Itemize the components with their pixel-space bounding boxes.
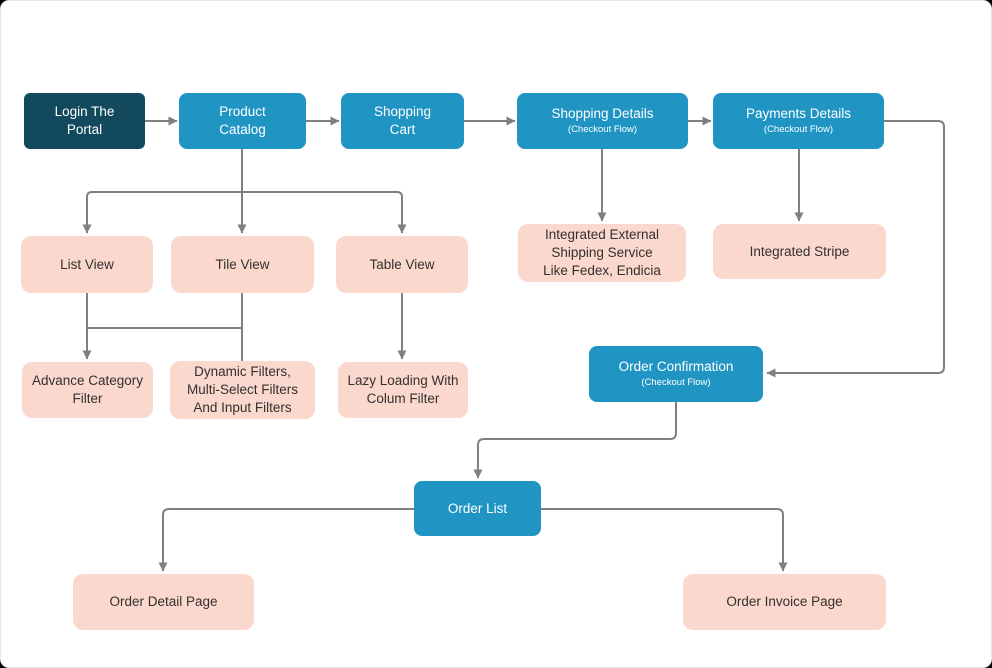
node-lazy-loading-with-colum-filter[interactable]: Lazy Loading With Colum Filter — [338, 362, 468, 418]
node-label: Shopping Cart — [373, 104, 432, 137]
node-advance-category-filter[interactable]: Advance Category Filter — [22, 362, 153, 418]
node-label: List View — [60, 256, 114, 272]
node-label: Order Invoice Page — [726, 594, 843, 610]
node-order-invoice-page[interactable]: Order Invoice Page — [683, 574, 886, 630]
node-product-catalog[interactable]: Product Catalog — [179, 93, 306, 149]
node-label: Login The Portal — [54, 104, 115, 137]
node-label: Order List — [447, 500, 508, 516]
node-integrated-external-shipping[interactable]: Integrated External Shipping Service Lik… — [518, 224, 686, 282]
edge-order-confirmation-to-order-list — [473, 402, 677, 479]
node-label: Order Detail Page — [109, 594, 218, 610]
node-integrated-stripe[interactable]: Integrated Stripe — [713, 224, 886, 279]
edge-product-catalog-to-table-view — [242, 191, 407, 234]
node-list-view[interactable]: List View — [21, 236, 153, 293]
node-order-detail-page[interactable]: Order Detail Page — [73, 574, 254, 630]
node-tile-view[interactable]: Tile View — [171, 236, 314, 293]
node-label: Integrated Stripe — [749, 243, 850, 259]
node-order-confirmation[interactable]: Order Confirmation (Checkout Flow) — [589, 346, 763, 402]
node-table-view[interactable]: Table View — [336, 236, 468, 293]
node-login-the-portal[interactable]: Login The Portal — [24, 93, 145, 149]
node-label: Shopping Details — [551, 106, 654, 122]
node-label: Integrated External Shipping Service Lik… — [543, 227, 661, 278]
node-sublabel: (Checkout Flow) — [763, 124, 834, 136]
node-sublabel: (Checkout Flow) — [641, 377, 711, 389]
node-label: Advance Category Filter — [31, 373, 144, 406]
edge-order-list-to-order-detail-page — [158, 508, 414, 572]
node-dynamic-filters[interactable]: Dynamic Filters, Multi-Select Filters An… — [170, 361, 315, 419]
node-shopping-cart[interactable]: Shopping Cart — [341, 93, 464, 149]
node-label: Order Confirmation — [618, 359, 734, 375]
edge-product-catalog-to-list-view — [82, 191, 242, 234]
node-label: Product Catalog — [219, 104, 266, 137]
edge-payments-details-to-order-confirmation — [766, 120, 945, 378]
node-payments-details[interactable]: Payments Details (Checkout Flow) — [713, 93, 884, 149]
node-label: Dynamic Filters, Multi-Select Filters An… — [186, 364, 299, 415]
node-label: Table View — [369, 256, 435, 272]
node-label: Tile View — [215, 256, 270, 272]
node-label: Payments Details — [745, 106, 852, 122]
edge-order-list-to-order-invoice-page — [541, 508, 788, 572]
node-label: Lazy Loading With Colum Filter — [347, 373, 459, 406]
node-shopping-details[interactable]: Shopping Details (Checkout Flow) — [517, 93, 688, 149]
node-order-list[interactable]: Order List — [414, 481, 541, 536]
node-sublabel: (Checkout Flow) — [567, 124, 638, 136]
